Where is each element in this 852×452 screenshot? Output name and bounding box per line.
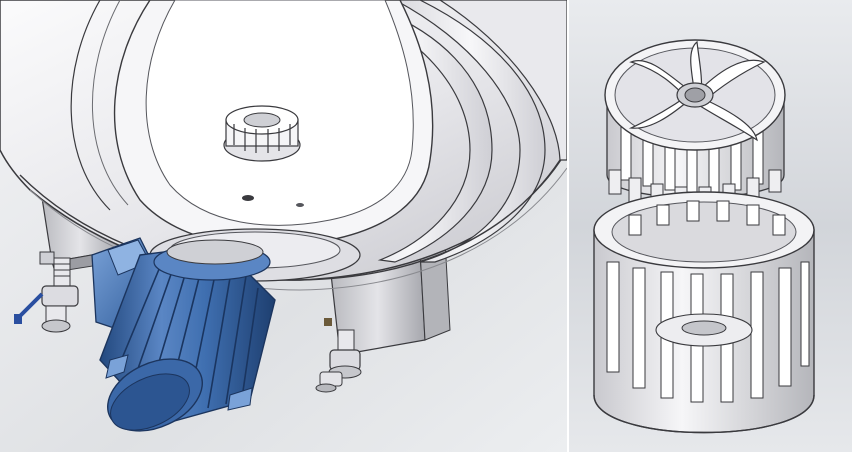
panel-tank-motor: [0, 0, 567, 452]
valve-right-icon: [315, 318, 362, 393]
homogenizer-head-icon: [223, 105, 301, 162]
rotor-stator-illustration: [569, 0, 852, 452]
tank-motor-illustration: [0, 0, 567, 452]
electric-motor-icon: [91, 237, 276, 432]
rotor-icon: [604, 39, 786, 214]
panel-divider: [567, 0, 569, 452]
panel-rotor-stator: [569, 0, 852, 452]
valve-left-icon: [14, 251, 79, 333]
stator-icon: [593, 191, 815, 434]
